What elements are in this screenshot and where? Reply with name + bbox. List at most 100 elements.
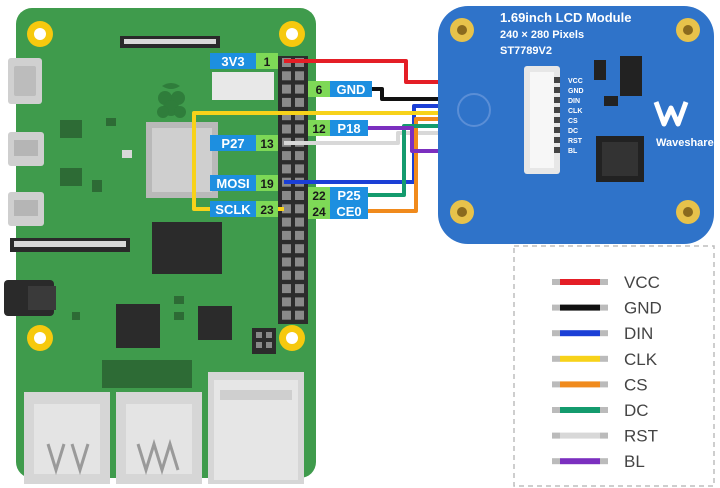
connector-pin	[554, 127, 560, 133]
gpio-pin	[295, 111, 304, 121]
pin-name-p25: P25	[337, 188, 360, 203]
legend-label: BL	[624, 452, 645, 471]
legend-wire-end	[600, 330, 608, 337]
gpio-pin	[295, 217, 304, 227]
legend-wire-end	[552, 304, 560, 311]
pin-name-mosi: MOSI	[216, 176, 249, 191]
gpio-pin	[295, 270, 304, 280]
gpio-pin	[282, 204, 291, 214]
pin-number-13: 13	[260, 137, 274, 151]
gpio-pin	[282, 71, 291, 81]
legend-wire-end	[600, 304, 608, 311]
legend-swatch	[560, 458, 600, 465]
legend-item-clk: CLK	[552, 350, 658, 369]
pin-number-23: 23	[260, 203, 274, 217]
connector-label-vcc: VCC	[568, 78, 583, 85]
legend-wire-end	[552, 279, 560, 285]
gpio-pin	[282, 97, 291, 107]
chip	[212, 72, 274, 100]
connector-pin	[554, 87, 560, 93]
legend-item-dc: DC	[552, 401, 649, 420]
pin-name-p27: P27	[221, 136, 244, 151]
pin-labels: 3V3 1 P27 13 MOSI 19 SCLK 23 6 GND	[210, 53, 372, 219]
raspberry-logo-icon	[157, 83, 186, 118]
legend-wire-end	[600, 279, 608, 285]
legend-wire-end	[552, 407, 560, 413]
raspberry-pi-board	[4, 8, 316, 484]
gpio-pin	[282, 111, 291, 121]
legend-swatch	[560, 304, 600, 311]
gpio-pin	[295, 284, 304, 294]
gpio-pin	[295, 97, 304, 107]
legend-wire-end	[600, 432, 608, 439]
gpio-pin	[295, 244, 304, 254]
pin-label-p27: P27 13	[210, 135, 278, 151]
gpio-pin	[282, 191, 291, 200]
legend-item-cs: CS	[552, 375, 648, 394]
gpio-pin	[282, 310, 291, 320]
gpio-pin	[295, 204, 304, 214]
legend-item-vcc: VCC	[552, 273, 660, 292]
connector-pin	[554, 97, 560, 103]
legend-wire-end	[600, 407, 608, 413]
pin-name-p18: P18	[337, 121, 360, 136]
legend-wire-end	[552, 355, 560, 362]
pin-label-gnd: 6 GND	[308, 81, 372, 97]
lcd-title: 1.69inch LCD Module	[500, 10, 631, 25]
legend-wire-end	[600, 381, 608, 388]
connector-pin	[554, 137, 560, 143]
gpio-pin	[282, 124, 291, 134]
legend-label: DIN	[624, 324, 653, 343]
connector-label-clk: CLK	[568, 108, 582, 115]
pin-label-p18: 12 P18	[308, 120, 368, 136]
gpio-pin	[282, 257, 291, 267]
poe-header	[252, 328, 276, 354]
pin-label-ce0: 24 CE0	[308, 203, 368, 219]
legend-wire-end	[600, 355, 608, 362]
pin-number-24: 24	[312, 205, 326, 219]
brand-label: Waveshare	[656, 137, 714, 149]
gpio-pin	[295, 151, 304, 161]
lcd-driver: ST7789V2	[500, 45, 552, 57]
connector-label-bl: BL	[568, 148, 578, 155]
gpio-pin	[282, 244, 291, 254]
ethernet-chip	[198, 306, 232, 340]
legend-label: CS	[624, 375, 648, 394]
legend-wire-end	[552, 432, 560, 439]
pin-number-1: 1	[264, 55, 271, 69]
gpio-pin	[282, 217, 291, 227]
gpio-pin	[295, 310, 304, 320]
pin-name-3v3: 3V3	[221, 54, 244, 69]
legend-swatch	[560, 355, 600, 362]
gpio-pin	[282, 164, 291, 174]
connector-pin	[554, 107, 560, 113]
legend-label: VCC	[624, 273, 660, 292]
legend-label: DC	[624, 401, 649, 420]
pin-name-sclk: SCLK	[215, 202, 251, 217]
legend-swatch	[560, 407, 600, 413]
legend-item-rst: RST	[552, 427, 658, 446]
connector-label-rst: RST	[568, 138, 583, 145]
legend-swatch	[560, 279, 600, 285]
pin-name-ce0: CE0	[336, 204, 361, 219]
gpio-pin	[282, 297, 291, 307]
gpio-pin	[282, 151, 291, 161]
lcd-resolution: 240 × 280 Pixels	[500, 29, 584, 41]
pin-number-19: 19	[260, 177, 274, 191]
gpio-pin	[295, 71, 304, 81]
connector-label-cs: CS	[568, 118, 578, 125]
pin-label-sclk: SCLK 23	[210, 201, 278, 217]
ram-chip	[152, 222, 222, 274]
waveshare-logo-icon: Waveshare	[653, 101, 714, 149]
legend-swatch	[560, 381, 600, 388]
pin-number-22: 22	[312, 189, 326, 203]
pin-number-12: 12	[312, 122, 326, 136]
legend-wire-end	[600, 458, 608, 465]
gpio-header	[278, 56, 308, 324]
gpio-pin	[295, 191, 304, 200]
lcd-module: 1.69inch LCD Module 240 × 280 Pixels ST7…	[438, 6, 714, 244]
pin-label-3v3: 3V3 1	[210, 53, 278, 69]
legend-item-gnd: GND	[552, 299, 662, 318]
legend-label: RST	[624, 427, 658, 446]
pin-name-gnd: GND	[337, 82, 366, 97]
